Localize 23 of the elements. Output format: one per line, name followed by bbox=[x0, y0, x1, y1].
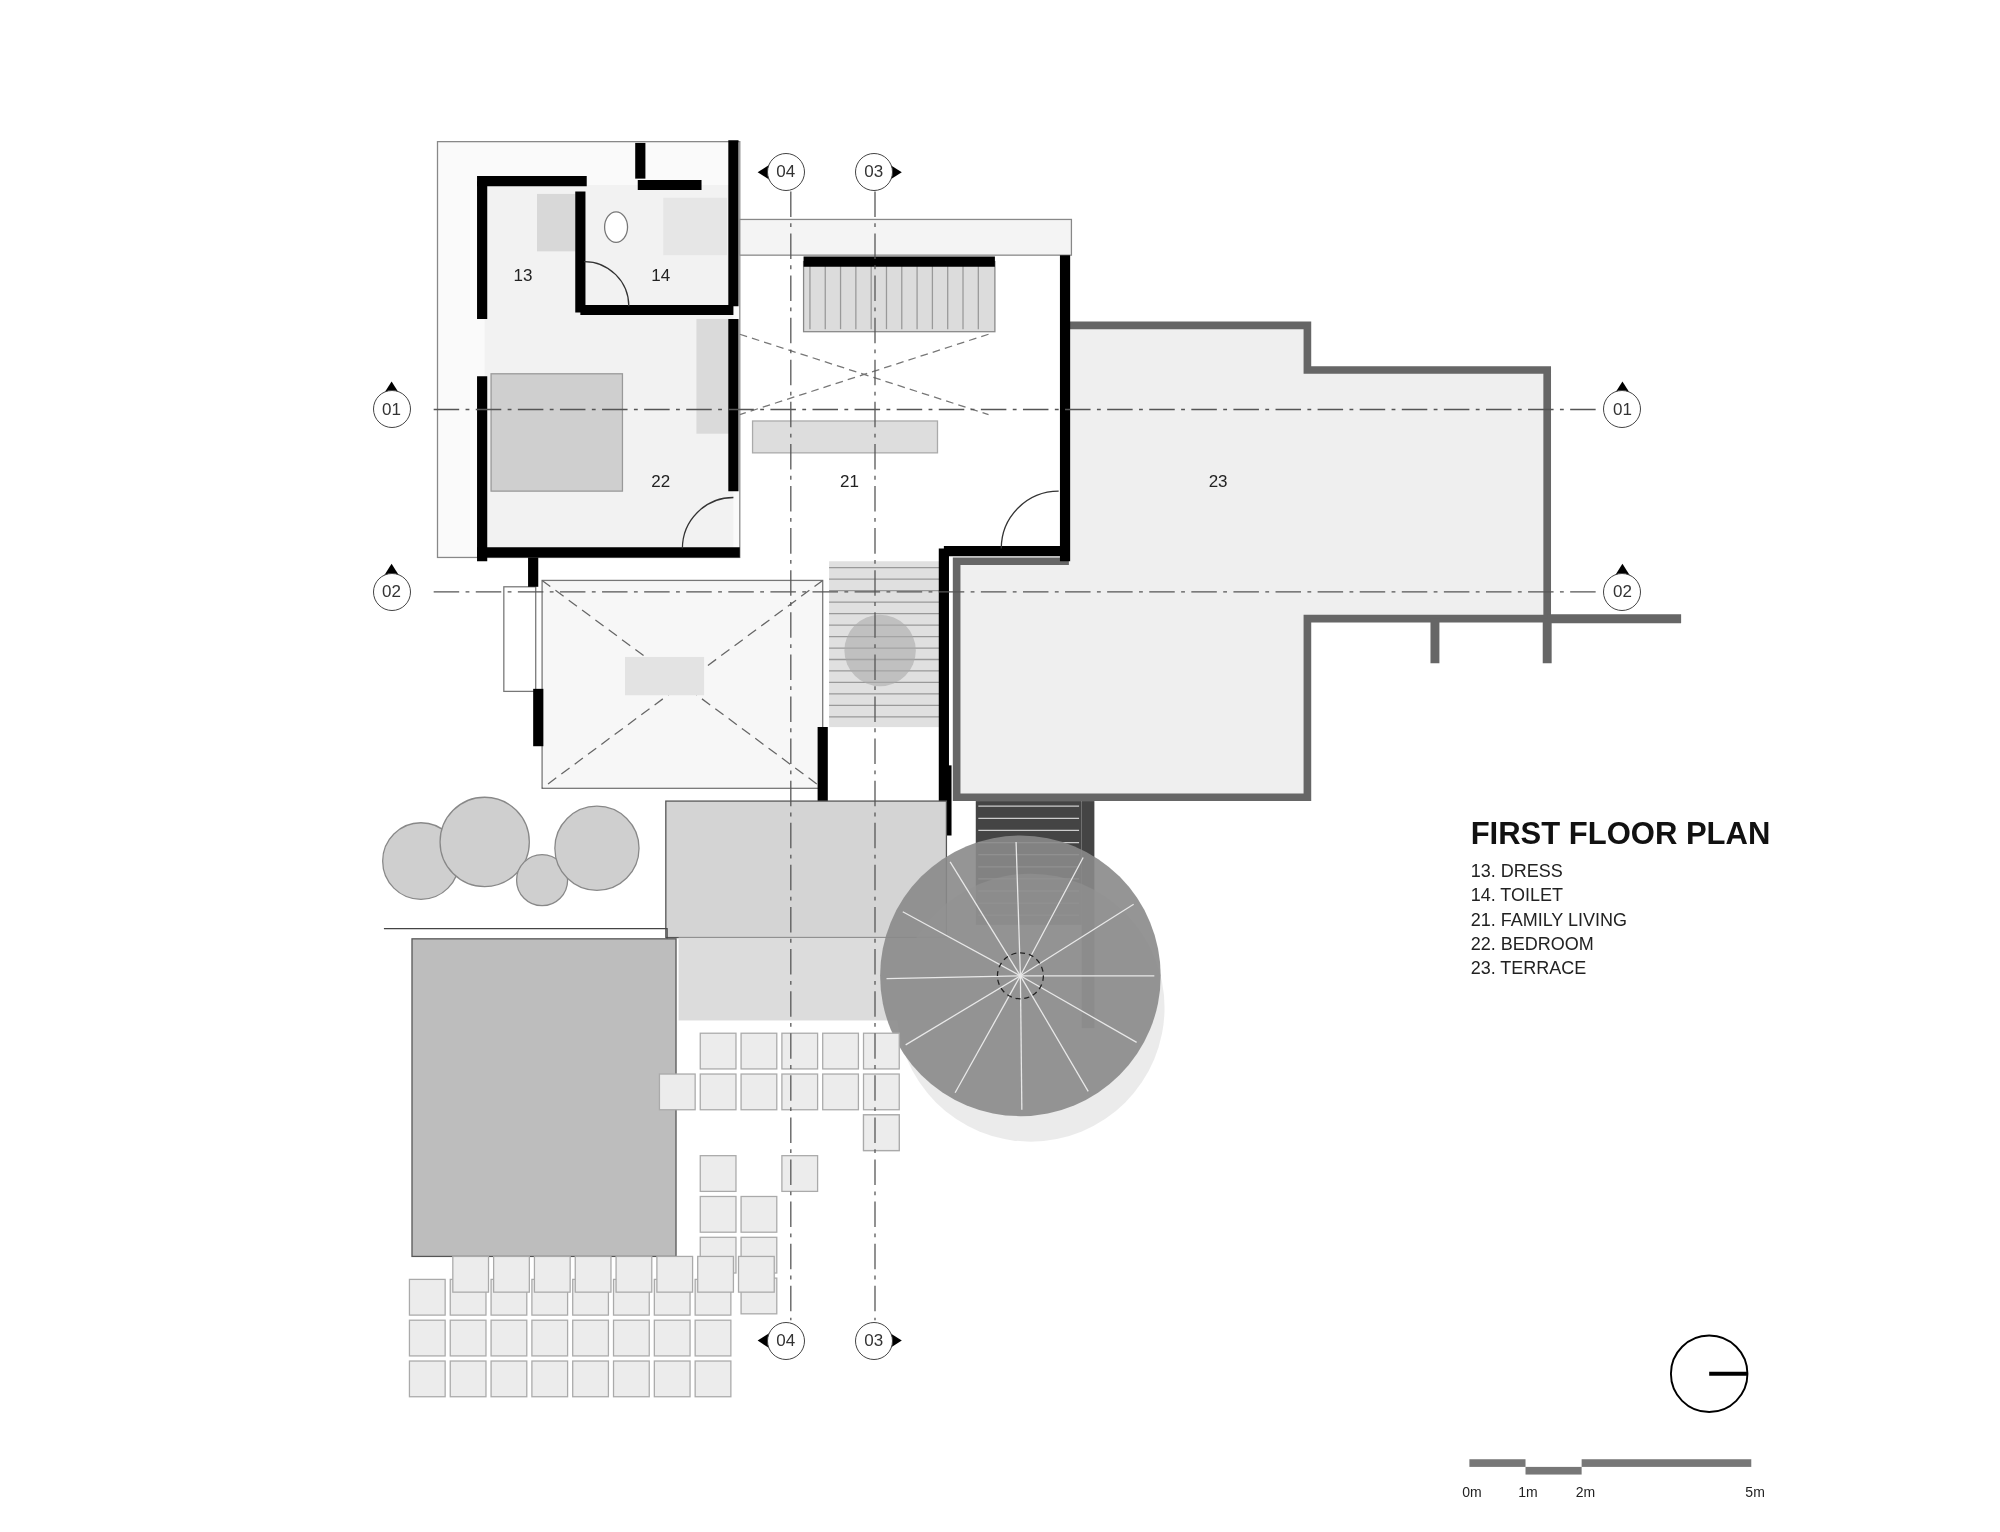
section-marker: 03 bbox=[854, 153, 893, 192]
section-marker: 04 bbox=[766, 1321, 805, 1360]
section-marker: 02 bbox=[1603, 572, 1642, 611]
room-number: 22 bbox=[651, 471, 671, 494]
legend-text: 22. BEDROOM bbox=[1470, 932, 1594, 956]
room-number: 14 bbox=[651, 264, 671, 287]
room-number: 21 bbox=[840, 471, 859, 494]
room-number: 23 bbox=[1208, 471, 1228, 494]
scale-label: 1m bbox=[1518, 1482, 1538, 1502]
legend-text: 21. FAMILY LIVING bbox=[1470, 908, 1628, 932]
legend-text: 14. TOILET bbox=[1470, 883, 1564, 907]
plan-title: FIRST FLOOR PLAN bbox=[1470, 814, 1771, 853]
section-marker: 02 bbox=[372, 572, 411, 611]
section-marker: 01 bbox=[1603, 390, 1642, 429]
legend-text: 13. DRESS bbox=[1470, 859, 1563, 883]
section-marker: 01 bbox=[372, 390, 411, 429]
scale-label: 0m bbox=[1462, 1482, 1482, 1502]
room-number: 13 bbox=[513, 264, 533, 287]
section-marker: 03 bbox=[854, 1321, 893, 1360]
scale-label: 2m bbox=[1575, 1482, 1596, 1502]
legend-text: 23. TERRACE bbox=[1470, 956, 1587, 980]
scale-label: 5m bbox=[1745, 1482, 1765, 1502]
section-marker: 04 bbox=[766, 153, 805, 192]
